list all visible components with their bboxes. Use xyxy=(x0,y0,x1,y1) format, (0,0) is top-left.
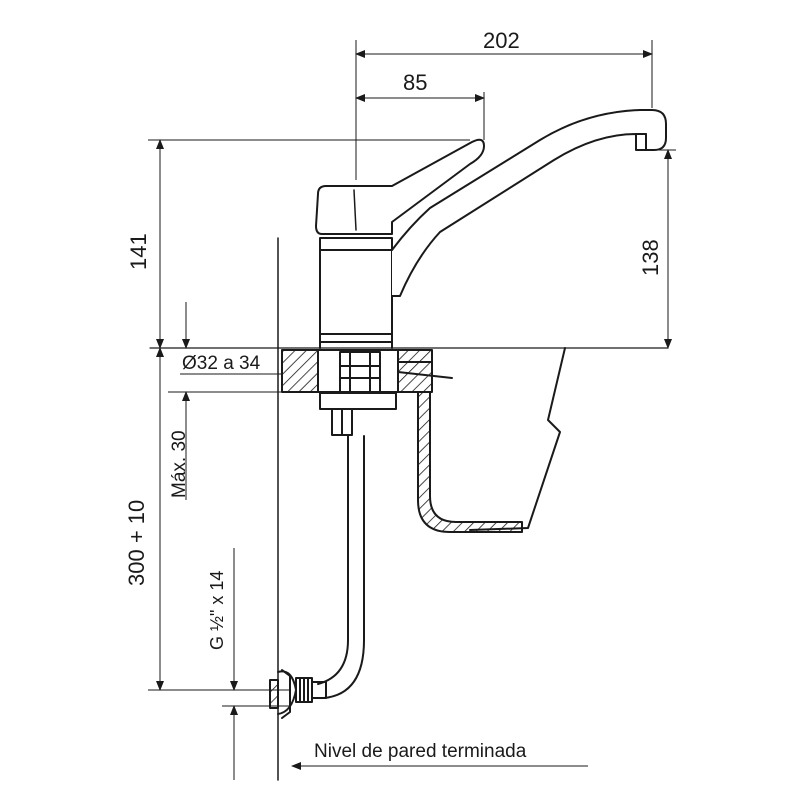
dimension-hole-diameter: Ø32 a 34 xyxy=(182,353,261,374)
dimension-lines xyxy=(148,40,676,780)
dimension-hose-length: 300 + 10 xyxy=(124,499,149,586)
dimension-overall-reach: 202 xyxy=(483,28,520,53)
spout xyxy=(391,109,667,297)
lever-handle xyxy=(315,138,485,235)
faucet-body xyxy=(319,237,393,349)
dimension-thread: G ½" x 14 xyxy=(207,570,227,650)
wall-connection xyxy=(269,237,327,781)
wall-level-label: Nivel de pared terminada xyxy=(314,741,527,762)
dimension-lever-reach: 85 xyxy=(403,70,428,95)
dimension-height-from-deck: 141 xyxy=(126,233,151,270)
dimension-max-deck-thickness: Máx. 30 xyxy=(169,430,190,498)
deck-section xyxy=(281,349,523,533)
dimension-spout-height: 138 xyxy=(638,239,663,276)
mounting-assembly xyxy=(319,349,453,436)
flexible-hose xyxy=(317,435,365,699)
